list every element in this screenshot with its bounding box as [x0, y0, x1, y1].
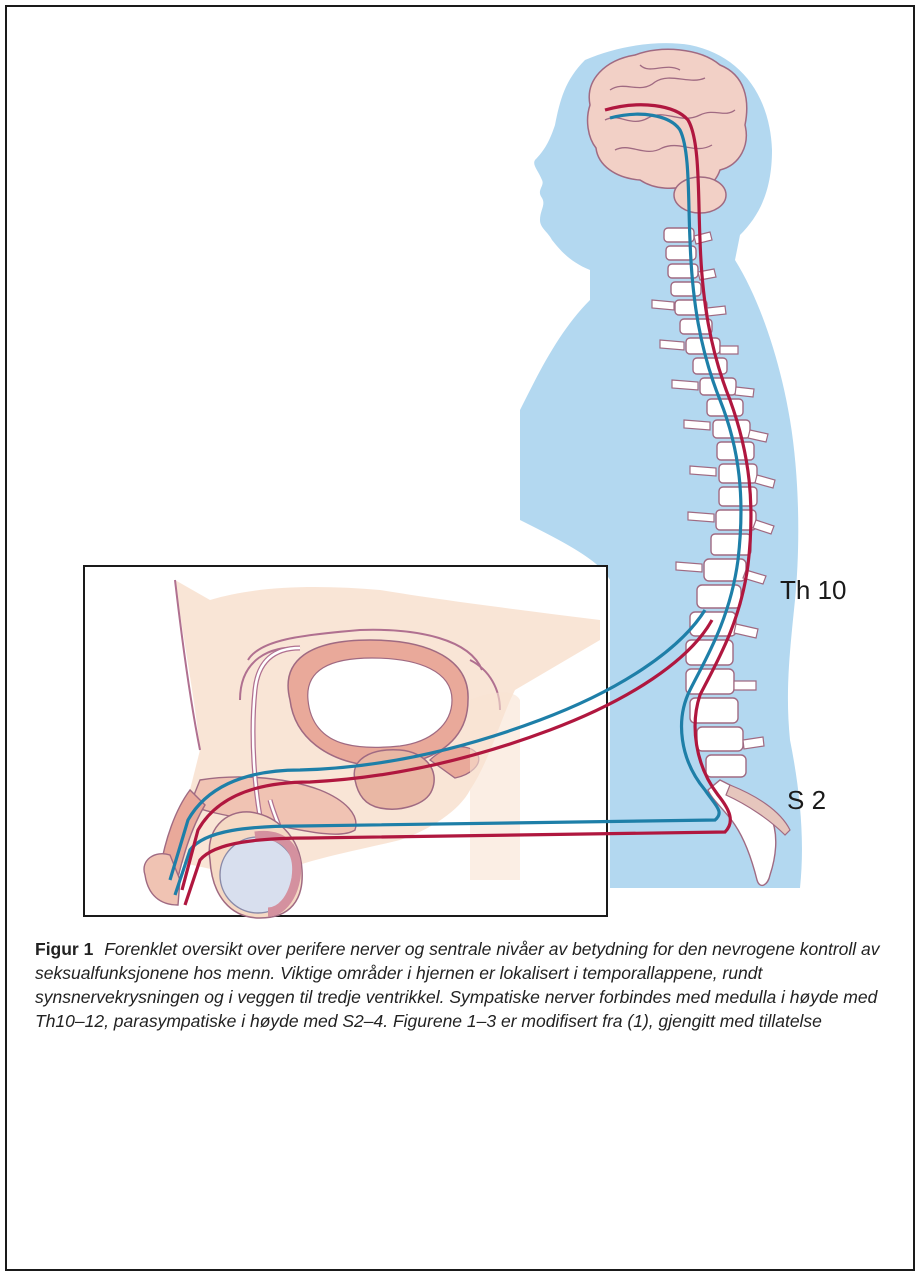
caption-text: Forenklet oversikt over perifere nerver … [35, 939, 880, 1031]
level-label-s2: S 2 [787, 787, 826, 813]
anatomy-illustration [0, 0, 922, 930]
level-label-th10: Th 10 [780, 577, 847, 603]
figure-caption: Figur 1 Forenklet oversikt over perifere… [35, 937, 895, 1033]
caption-title: Figur 1 [35, 939, 93, 959]
